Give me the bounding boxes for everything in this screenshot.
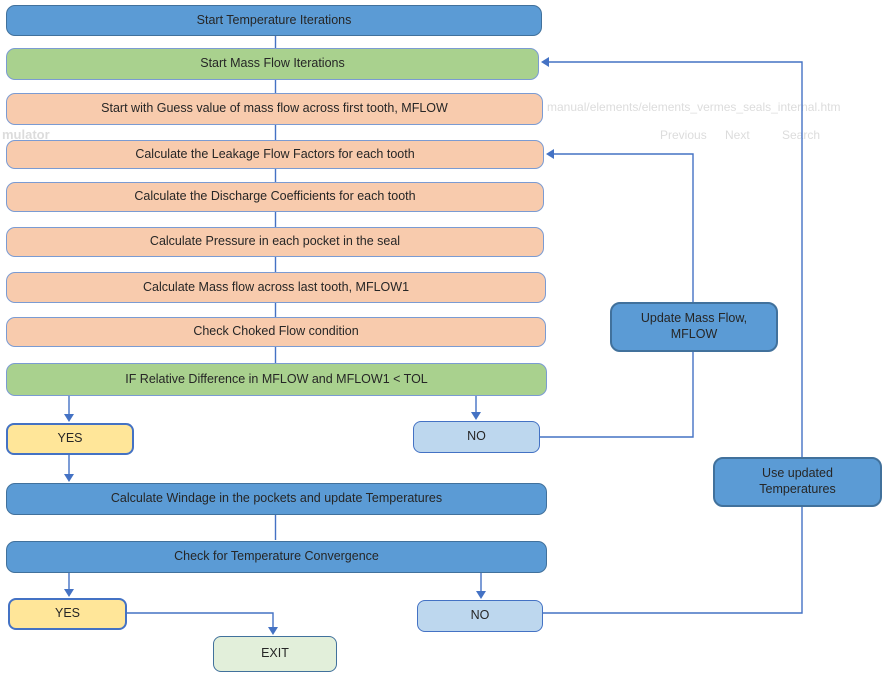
watermark-left-text: mulator [2,127,50,142]
node-yes-temperature: YES [8,598,127,630]
node-use-updated-temperatures: Use updated Temperatures [713,457,882,507]
node-tolerance-decision: IF Relative Difference in MFLOW and MFLO… [6,363,547,396]
watermark-nav-search: Search [782,128,821,142]
node-mass-flow-last-tooth: Calculate Mass flow across last tooth, M… [6,272,546,303]
node-discharge-coefficients: Calculate the Discharge Coefficients for… [6,182,544,212]
arrowhead-down-no1 [471,412,481,420]
node-windage-update-temperatures: Calculate Windage in the pockets and upd… [6,483,547,515]
arrowhead-left-start-mass [541,57,549,67]
arrowhead-down-windage [64,474,74,482]
node-exit: EXIT [213,636,337,672]
node-no-mass-flow: NO [413,421,540,453]
node-choked-flow-check: Check Choked Flow condition [6,317,546,347]
arrowhead-left-leakage [546,149,554,159]
arrowhead-down-exit [268,627,278,635]
watermark-nav-previous: Previous [660,128,707,142]
node-start-temperature-iterations: Start Temperature Iterations [6,5,542,36]
node-yes-mass-flow: YES [6,423,134,455]
temperature-loop-line [543,61,803,614]
watermark-nav-next: Next [725,128,750,142]
node-leakage-flow-factors: Calculate the Leakage Flow Factors for e… [6,140,544,169]
arrowhead-down-no2 [476,591,486,599]
node-start-mass-flow-iterations: Start Mass Flow Iterations [6,48,539,80]
node-no-temperature: NO [417,600,543,632]
watermark-url-text: manual/elements/elements_vermes_seals_in… [547,100,841,114]
node-guess-mass-flow: Start with Guess value of mass flow acro… [6,93,543,125]
yes-to-exit-line [127,612,274,627]
node-update-mass-flow: Update Mass Flow, MFLOW [610,302,778,352]
mass-flow-loop-line [540,153,694,438]
node-pocket-pressure: Calculate Pressure in each pocket in the… [6,227,544,257]
arrowhead-down-yes2 [64,589,74,597]
arrowhead-down-yes1 [64,414,74,422]
node-temperature-convergence-check: Check for Temperature Convergence [6,541,547,573]
